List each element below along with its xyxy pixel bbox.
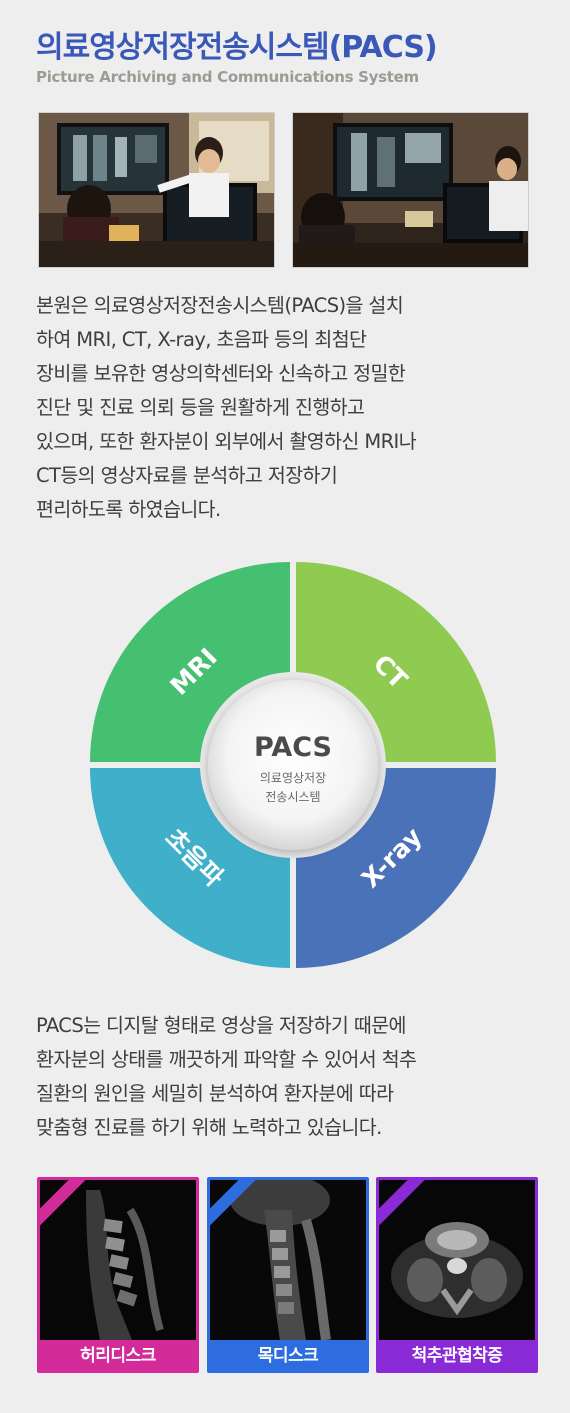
lumbar-disc-label: 허리디스크 [80,1346,156,1366]
center-sub1: 의료영상저장 [260,771,326,785]
spinal-stenosis-card: 척추관협착증 [376,1177,538,1373]
outro-line: 질환의 원인을 세밀히 분석하여 환자분에 따라 [36,1082,394,1105]
lumbar-disc-card: 허리디스크 [37,1177,199,1373]
pacs-photo-explanation [292,112,529,268]
pacs-photo-consultation [38,112,275,268]
center-hub [208,680,378,850]
stenosis-mri-image [379,1180,535,1340]
intro-line: 있으며, 또한 환자분이 외부에서 촬영하신 MRI나 [36,430,417,453]
pacs-diagram: MRI CT 초음파 X-ray PACS 의료영상저장 전송시스템 [88,560,498,970]
intro-line: 하여 MRI, CT, X-ray, 초음파 등의 최첨단 [36,328,367,351]
center-title: PACS [254,732,332,763]
lumbar-mri-image [40,1180,196,1340]
intro-line: CT등의 영상자료를 분석하고 저장하기 [36,464,338,487]
intro-line: 진단 및 진료 의뢰 등을 원활하게 진행하고 [36,396,365,419]
spinal-stenosis-label: 척추관협착증 [411,1346,503,1366]
outro-paragraph: PACS는 디지탈 형태로 영상을 저장하기 때문에 환자분의 상태를 깨끗하게… [36,1009,546,1145]
outro-line: PACS는 디지탈 형태로 영상을 저장하기 때문에 [36,1014,406,1037]
intro-line: 장비를 보유한 영상의학센터와 신속하고 정밀한 [36,362,406,385]
intro-line: 본원은 의료영상저장전송시스템(PACS)을 설치 [36,294,404,317]
page-subtitle: Picture Archiving and Communications Sys… [36,68,419,86]
intro-paragraph: 본원은 의료영상저장전송시스템(PACS)을 설치 하여 MRI, CT, X-… [36,289,546,527]
outro-line: 환자분의 상태를 깨끗하게 파악할 수 있어서 척추 [36,1048,417,1071]
cervical-mri-image [210,1180,366,1340]
cervical-disc-card: 목디스크 [207,1177,369,1373]
cervical-disc-label: 목디스크 [257,1346,319,1366]
outro-line: 맞춤형 진료를 하기 위해 노력하고 있습니다. [36,1116,382,1139]
center-sub2: 전송시스템 [265,790,320,804]
page-title: 의료영상저장전송시스템(PACS) [36,30,438,65]
intro-line: 편리하도록 하였습니다. [36,498,221,521]
